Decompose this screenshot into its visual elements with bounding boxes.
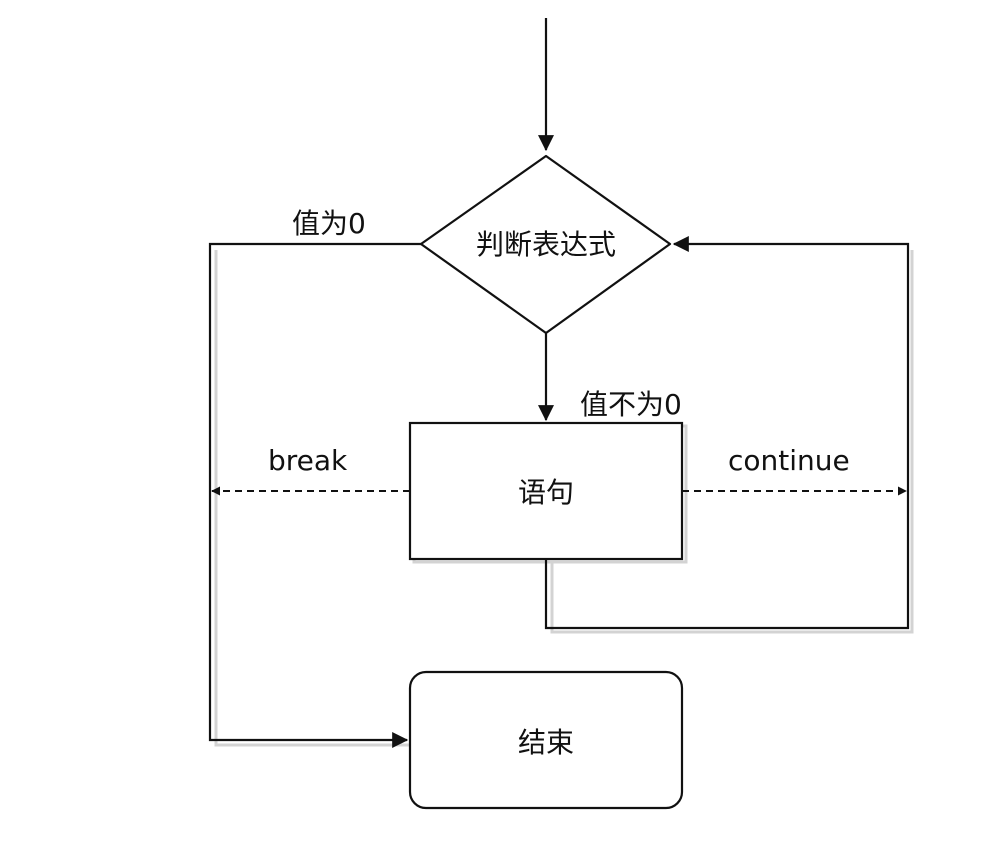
end-box[interactable] xyxy=(408,670,684,810)
statement-label: 语句 xyxy=(518,476,574,509)
continue-label: continue xyxy=(728,444,850,477)
zero-path xyxy=(208,242,421,748)
zero-label: 值为0 xyxy=(292,207,366,240)
nonzero-label: 值不为0 xyxy=(580,388,682,421)
statement-box[interactable] xyxy=(408,421,684,561)
decision-label: 判断表达式 xyxy=(476,228,616,261)
end-label: 结束 xyxy=(518,726,574,759)
break-label: break xyxy=(268,444,348,477)
loop-back-path xyxy=(544,236,910,630)
